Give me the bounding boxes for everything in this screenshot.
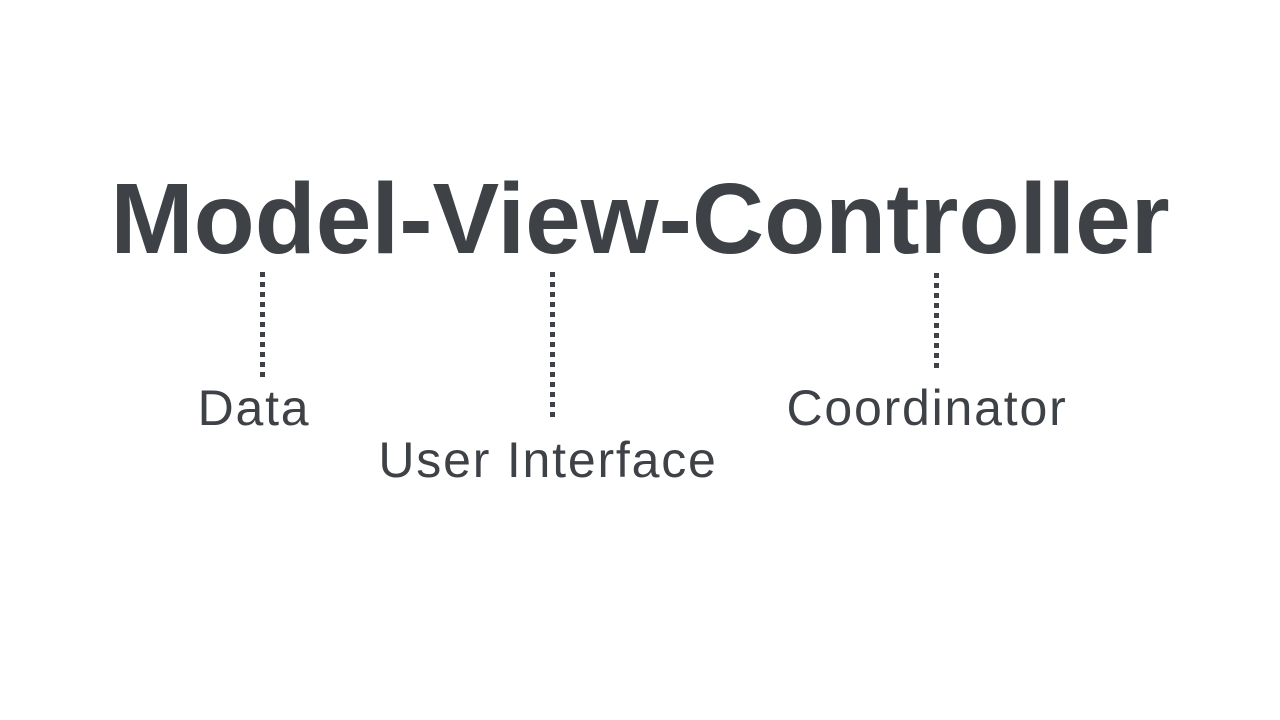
- dotted-connector-model-to-data: [260, 272, 265, 377]
- annotation-label-user-interface: User Interface: [378, 432, 718, 488]
- annotation-label-coordinator: Coordinator: [786, 380, 1068, 436]
- diagram-title: Model-View-Controller: [110, 163, 1170, 275]
- dotted-connector-view-to-user-interface: [550, 272, 555, 422]
- annotation-label-data: Data: [197, 380, 311, 436]
- dotted-connector-controller-to-coordinator: [934, 273, 939, 368]
